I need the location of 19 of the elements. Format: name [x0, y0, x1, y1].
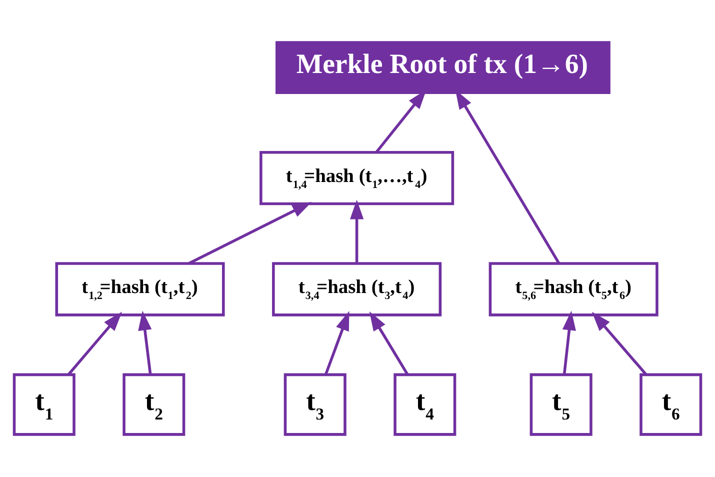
- node-box: t$_{1,2}$=hash (t$_{1}$,t$_{2}$): [55, 262, 225, 316]
- node-box: t$_{6}$: [640, 373, 702, 436]
- arrow: [562, 310, 576, 374]
- arrow: [188, 202, 312, 265]
- node-box: t$_{3,4}$=hash (t$_{3}$,t$_{4}$): [272, 262, 442, 316]
- node-box: t$_{3}$: [284, 373, 346, 436]
- arrow: [369, 311, 409, 375]
- node-box: t$_{1,4}$=hash (t$_{1}$,…,t$_{4}$): [260, 150, 454, 206]
- arrow: [350, 200, 364, 264]
- arrow: [68, 312, 122, 376]
- arrow: [592, 312, 647, 376]
- node-box: t$_{2}$: [122, 373, 186, 436]
- node-box: t$_{1}$: [12, 373, 76, 436]
- node-box: t$_{5}$: [530, 373, 592, 436]
- node-box: t$_{5,6}$=hash (t$_{5}$,t$_{6}$): [488, 262, 658, 316]
- node-box: t$_{4}$: [394, 373, 456, 436]
- node-box: Merkle Root of tx (1→6): [276, 41, 610, 94]
- arrow: [324, 310, 350, 375]
- arrow: [138, 310, 152, 374]
